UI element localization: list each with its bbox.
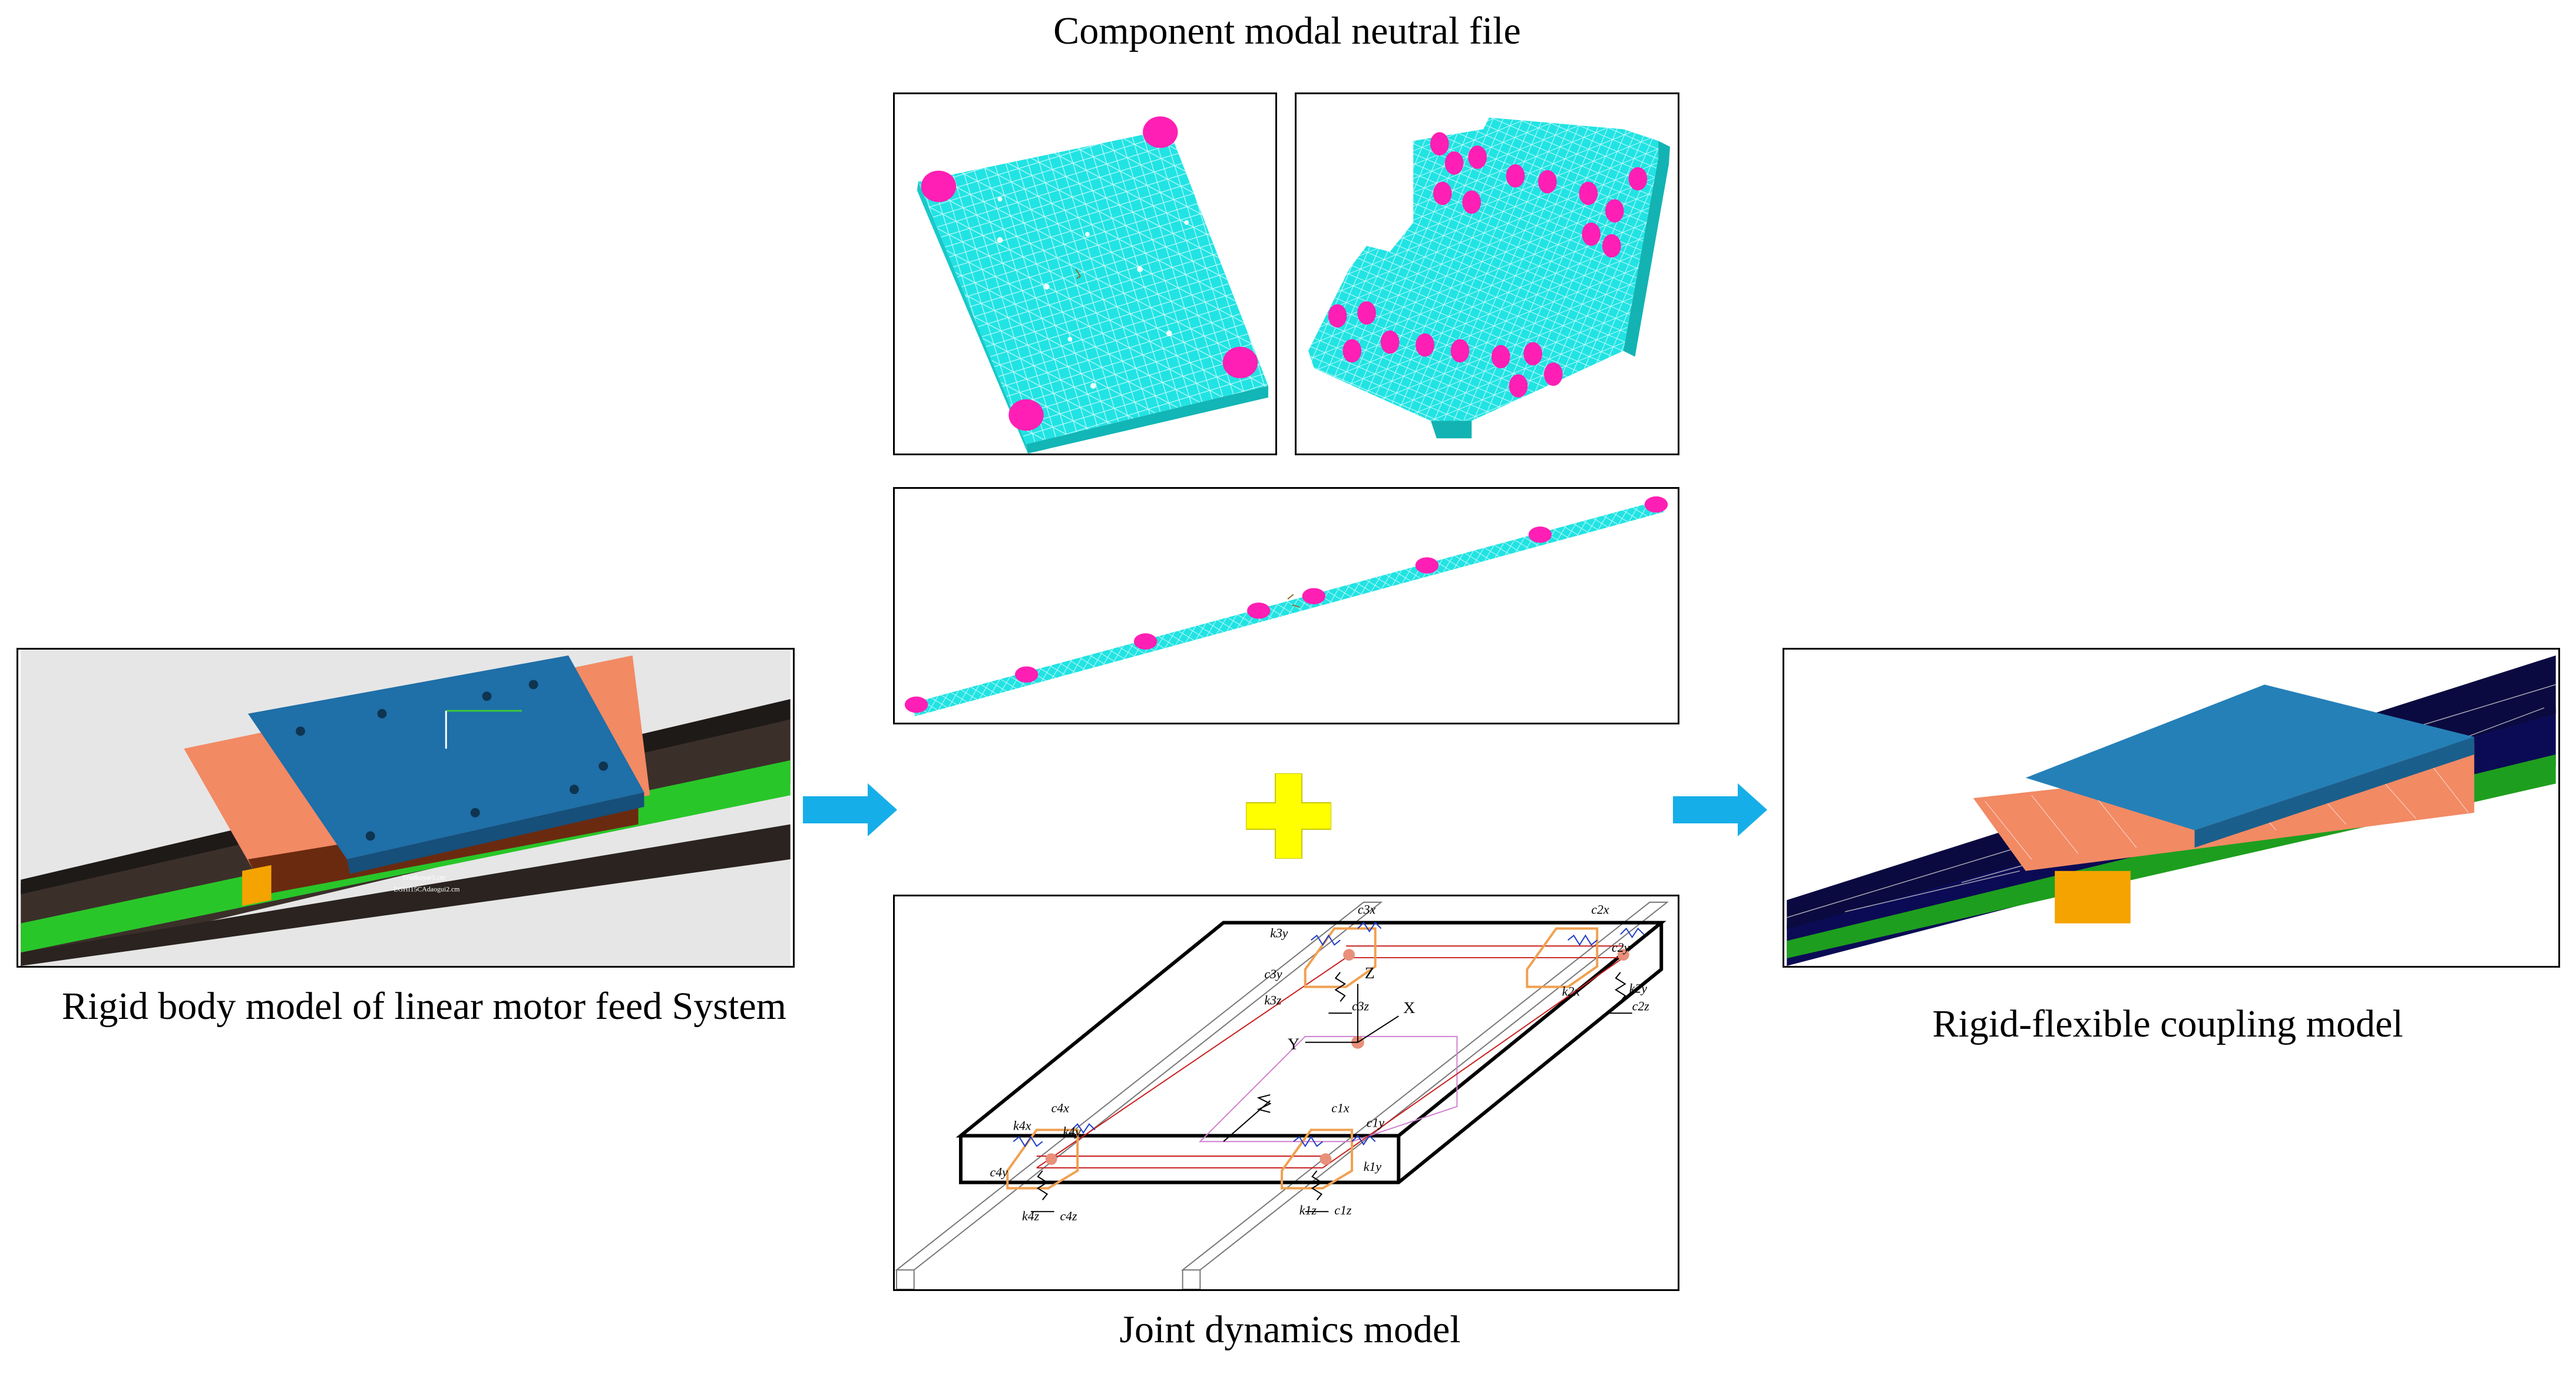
springs [1013, 922, 1645, 1148]
coordinate-axes [1305, 984, 1399, 1043]
base-mesh-panel [1295, 92, 1679, 455]
motor-box [1198, 1035, 1458, 1143]
worktable-plate [2025, 684, 2475, 830]
axis-z-label: Z [1365, 964, 1375, 982]
constraint-nodes [904, 496, 1668, 713]
plate-mesh-panel [893, 92, 1277, 455]
svg-text:k3y: k3y [1270, 926, 1288, 940]
svg-text:c2z: c2z [1632, 999, 1650, 1013]
svg-text:c1x: c1x [1331, 1101, 1350, 1115]
plate-edge [1026, 386, 1268, 453]
axis-y-label: Y [1288, 1035, 1299, 1054]
rail-mesh-figure [904, 496, 1668, 717]
svg-text:c3z: c3z [1352, 999, 1370, 1013]
joint-links [1036, 945, 1624, 1168]
svg-text:c3y: c3y [1264, 967, 1282, 981]
svg-text:c4z: c4z [1060, 1209, 1077, 1223]
svg-text:c1z: c1z [1334, 1203, 1352, 1217]
coupling-model-panel [1783, 648, 2560, 968]
joint-dynamics-figure: Z X Y c4x k4x c4y k4y k4z c4z c1x c1y k1… [895, 901, 1669, 1289]
rigid-body-model-figure: Trudkuyar3.cm EGHI15CAdaogui2.cm [21, 650, 791, 966]
joint-symbols: c4x k4x c4y k4y k4z c4z c1x c1y k1y k1z … [990, 903, 1650, 1223]
worktable-plate [955, 921, 1666, 1184]
svg-text:k2y: k2y [1629, 982, 1648, 996]
guide-rails [895, 901, 1669, 1289]
svg-text:c3x: c3x [1358, 903, 1376, 917]
svg-text:c2x: c2x [1591, 903, 1609, 917]
right-caption: Rigid-flexible coupling model [1932, 1002, 2403, 1045]
constraint-nodes [921, 116, 1258, 431]
axis-x-label: X [1403, 999, 1415, 1017]
tiny-label: EGHI15CAdaogui2.cm [393, 885, 460, 893]
constraint-nodes [1328, 132, 1648, 398]
worktable-plate [247, 655, 644, 860]
top-title: Component modal neutral file [1053, 9, 1521, 52]
svg-text:k3z: k3z [1264, 993, 1282, 1007]
tiny-label: Trudkuyar3.cm [402, 873, 446, 882]
svg-text:c2y: c2y [1612, 941, 1630, 955]
svg-text:k4z: k4z [1022, 1209, 1040, 1223]
svg-text:k1y: k1y [1364, 1160, 1382, 1174]
bottom-caption: Joint dynamics model [1119, 1308, 1461, 1351]
rigid-body-model-panel: Trudkuyar3.cm EGHI15CAdaogui2.cm [16, 648, 795, 968]
left-caption: Rigid body model of linear motor feed Sy… [62, 985, 786, 1028]
right-arrow-icon [1673, 783, 1767, 836]
rail-mesh-panel [893, 487, 1679, 724]
svg-text:k2x: k2x [1562, 984, 1580, 998]
svg-text:c4x: c4x [1051, 1101, 1070, 1115]
plate-mesh-figure [917, 116, 1268, 453]
joint-dynamics-panel: Z X Y c4x k4x c4y k4y k4z c4z c1x c1y k1… [893, 895, 1679, 1291]
svg-text:c4y: c4y [990, 1166, 1008, 1180]
svg-text:k4y: k4y [1063, 1124, 1081, 1138]
svg-text:k1z: k1z [1299, 1203, 1317, 1217]
base-mesh-figure [1308, 117, 1670, 439]
plus-icon [1246, 773, 1331, 859]
right-arrow-icon [803, 783, 897, 836]
svg-text:c1y: c1y [1367, 1115, 1385, 1130]
svg-text:k4x: k4x [1013, 1118, 1031, 1133]
slider-blocks [1006, 927, 1599, 1190]
coupling-model-figure [1787, 650, 2556, 966]
